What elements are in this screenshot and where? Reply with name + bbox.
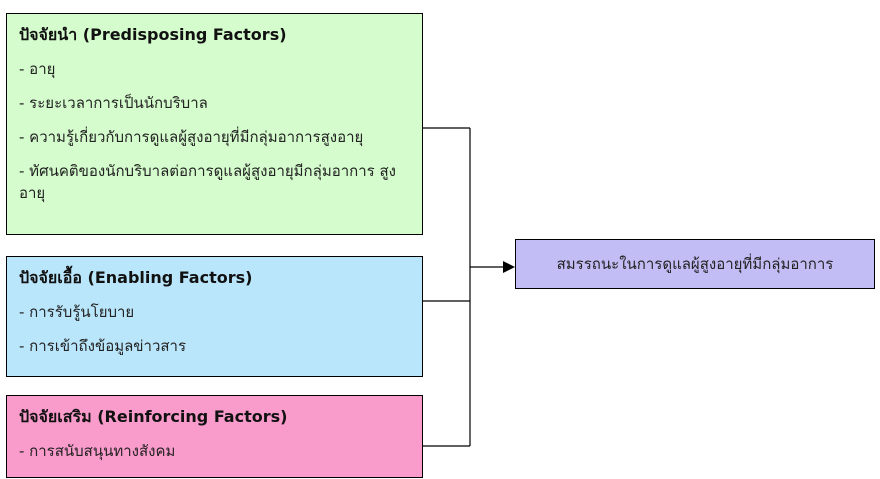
outcome-label: สมรรถนะในการดูแลผู้สูงอายุที่มีกลุ่มอากา… [556, 255, 834, 273]
reinforcing-factors-title: ปัจจัยเสริม (Reinforcing Factors) [19, 407, 288, 426]
predisposing-factors-box: ปัจจัยนำ (Predisposing Factors) - อายุ -… [6, 13, 423, 235]
predisposing-factors-title: ปัจจัยนำ (Predisposing Factors) [19, 25, 287, 44]
outcome-box: สมรรถนะในการดูแลผู้สูงอายุที่มีกลุ่มอากา… [515, 239, 875, 289]
arrow-head-icon [503, 261, 515, 273]
enabling-factors-title: ปัจจัยเอื้อ (Enabling Factors) [19, 268, 253, 287]
enabling-factors-box: ปัจจัยเอื้อ (Enabling Factors) - การรับร… [6, 256, 423, 377]
factor-item: - ความรู้เกี่ยวกับการดูแลผู้สูงอายุที่มี… [19, 128, 364, 146]
factor-item: - อายุ [19, 60, 56, 78]
reinforcing-factors-box: ปัจจัยเสริม (Reinforcing Factors) - การส… [6, 395, 423, 478]
factor-item: - ทัศนคติของนักบริบาลต่อการดูแลผู้สูงอาย… [19, 162, 396, 202]
factor-item: - ระยะเวลาการเป็นนักบริบาล [19, 94, 208, 112]
factor-item: - การเข้าถึงข้อมูลข่าวสาร [19, 337, 187, 355]
factor-item: - การรับรู้นโยบาย [19, 303, 135, 321]
factor-item: - การสนับสนุนทางสังคม [19, 442, 176, 460]
